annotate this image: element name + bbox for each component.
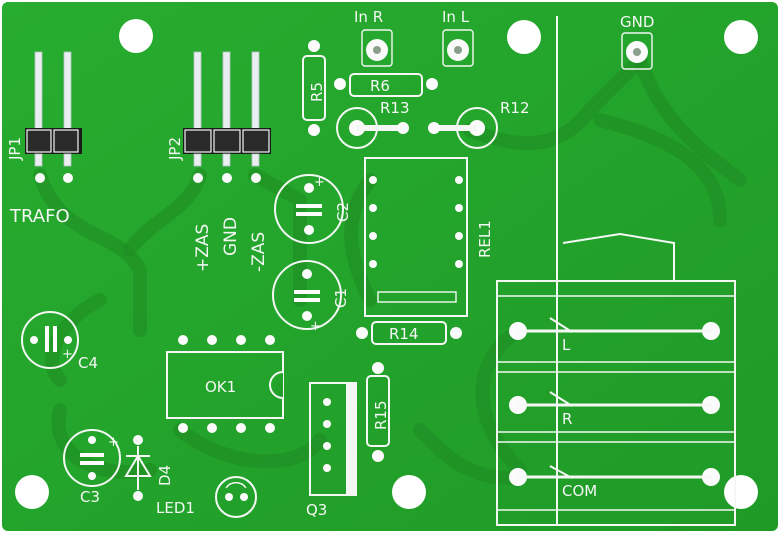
in-r-label: In R	[354, 8, 383, 26]
gnd-connector: GND	[620, 13, 654, 70]
ok1-label: OK1	[205, 378, 236, 396]
c2-label: C2	[334, 202, 352, 222]
rel1-relay: REL1	[364, 157, 494, 317]
c4-capacitor: + C4	[21, 311, 98, 372]
c1-capacitor: + C1	[272, 260, 350, 334]
svg-text:+: +	[310, 319, 321, 334]
r12-label: R12	[500, 99, 530, 117]
trafo-label: TRAFO	[9, 206, 70, 227]
c2-capacitor: + C2	[274, 174, 352, 244]
in-l-label: In L	[442, 8, 470, 26]
jp1-label: JP1	[6, 137, 24, 161]
term-r-label: R	[562, 410, 572, 428]
term-com-label: COM	[562, 482, 597, 500]
contact-r: R	[509, 391, 720, 428]
input-right-connector: In R	[354, 8, 393, 67]
r6-label: R6	[370, 77, 390, 95]
contact-l: L	[509, 317, 720, 354]
terminal-block	[496, 232, 736, 526]
r15-label: R15	[372, 400, 390, 430]
r12-resistor: R12	[428, 99, 530, 149]
r6-resistor: R6	[334, 73, 438, 97]
term-l-label: L	[562, 336, 571, 354]
input-left-connector: In L	[442, 8, 474, 67]
c3-capacitor: + C3	[63, 429, 121, 506]
r15-resistor: R15	[366, 362, 390, 462]
q3-label: Q3	[306, 501, 327, 519]
r14-resistor: R14	[356, 321, 462, 345]
zas-minus-label: -ZAS	[249, 232, 269, 272]
c3-label: C3	[80, 488, 100, 506]
jp2-label: JP2	[166, 137, 184, 161]
q3-transistor: Q3	[306, 382, 357, 519]
jp1-header: JP1	[6, 51, 82, 183]
svg-text:+: +	[314, 175, 325, 190]
r13-label: R13	[380, 99, 410, 117]
c4-label: C4	[78, 354, 98, 372]
rel1-label: REL1	[476, 220, 494, 258]
zas-plus-label: +ZAS	[193, 224, 213, 272]
gnd-top-label: GND	[620, 13, 654, 31]
gnd-label: GND	[221, 217, 241, 256]
d4-label: D4	[156, 465, 174, 486]
led1: LED1	[156, 476, 257, 518]
r13-resistor: R13	[336, 99, 410, 149]
c1-label: C1	[332, 288, 350, 308]
r5-label: R5	[308, 82, 326, 102]
mounting-holes	[15, 19, 758, 509]
d4-diode: D4	[124, 435, 174, 501]
svg-text:+: +	[62, 347, 73, 362]
r14-label: R14	[389, 325, 419, 343]
jp2-header: JP2	[166, 51, 271, 183]
led1-label: LED1	[156, 499, 195, 517]
contact-com: COM	[509, 465, 720, 500]
svg-text:+: +	[108, 435, 119, 450]
copper-tracks	[33, 53, 747, 486]
ok1-optocoupler: OK1	[166, 335, 284, 433]
r5-resistor: R5	[302, 40, 326, 136]
